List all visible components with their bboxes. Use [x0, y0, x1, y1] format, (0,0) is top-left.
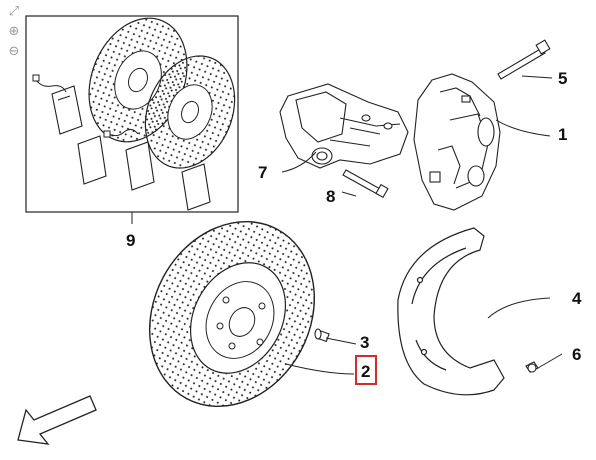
caliper-bolt-5: [497, 39, 551, 80]
direction-arrow-icon: [17, 395, 97, 445]
disc-screw: [314, 328, 330, 343]
callout-6[interactable]: 6: [572, 345, 581, 364]
brake-kit-box: [25, 15, 239, 213]
callout-7[interactable]: 7: [258, 163, 267, 182]
kit-wear-sensors: [32, 74, 139, 138]
shield-bolt: [525, 361, 539, 373]
leader-lines: [131, 75, 563, 375]
zoom-toolbar: ⤢ ⊕ ⊖: [6, 4, 26, 64]
brake-caliper: [413, 73, 501, 211]
callout-5[interactable]: 5: [558, 69, 567, 88]
expand-icon[interactable]: ⤢: [8, 4, 20, 19]
brake-disc: [148, 220, 316, 408]
callout-1[interactable]: 1: [558, 125, 567, 144]
zoom-out-icon[interactable]: ⊖: [8, 44, 20, 59]
callout-3[interactable]: 3: [360, 333, 369, 352]
caliper-body: [279, 83, 409, 169]
zoom-in-icon[interactable]: ⊕: [8, 24, 20, 39]
caliper-bolt-8: [342, 169, 389, 199]
kit-disc-front: [144, 55, 236, 169]
callout-labels: 1 2 3 4 5 6 7 8 9: [126, 69, 582, 381]
callout-9[interactable]: 9: [126, 231, 135, 250]
callout-4[interactable]: 4: [572, 289, 582, 308]
brake-dust-shield: [397, 227, 505, 396]
selected-callout-highlight[interactable]: [355, 355, 377, 385]
callout-8[interactable]: 8: [326, 187, 335, 206]
callout-2[interactable]: 2: [361, 362, 370, 381]
kit-brake-pads: [51, 85, 211, 211]
